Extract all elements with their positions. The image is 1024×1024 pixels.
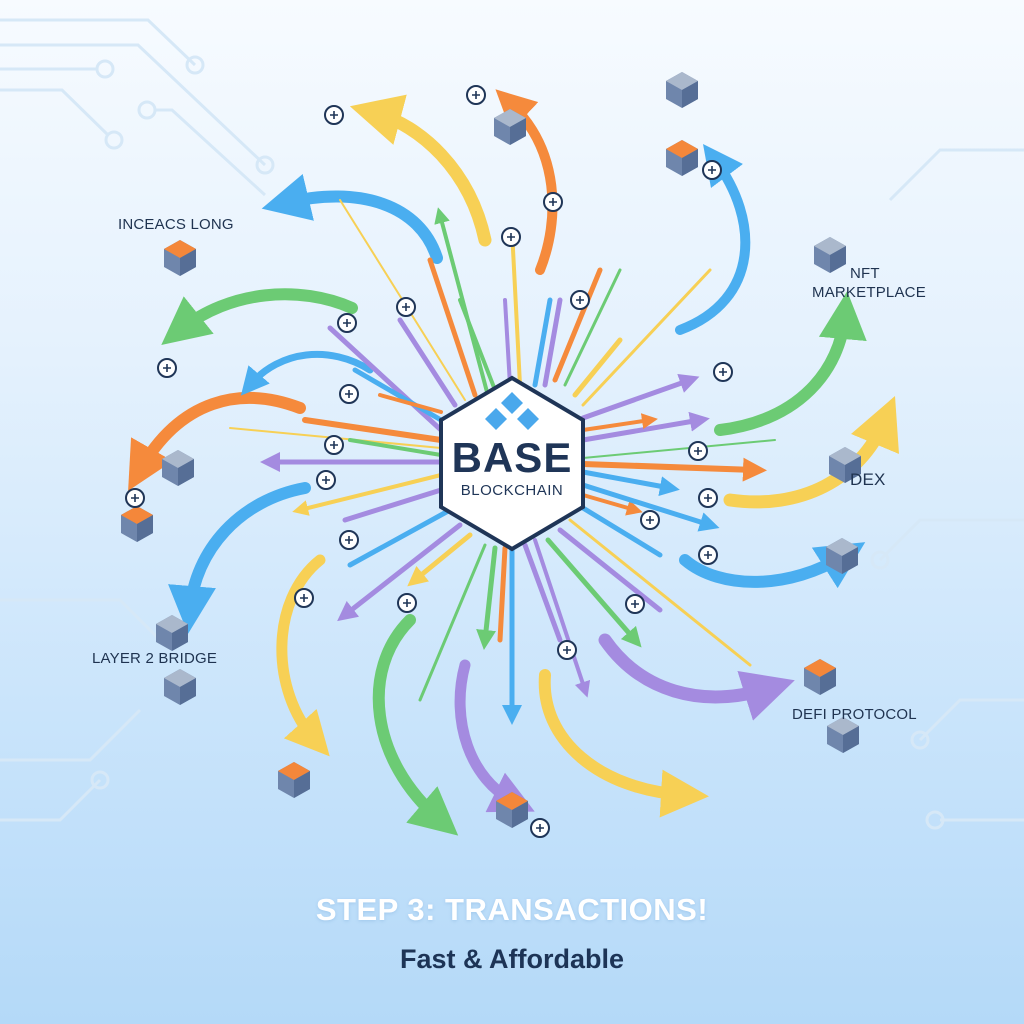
node-label-layer2-bridge: LAYER 2 BRIDGE (92, 650, 218, 667)
node-label-dex: DEX (850, 470, 886, 489)
hub-title: BASE (451, 434, 573, 481)
node-label-nft-line1: NFT (850, 265, 880, 282)
node-label-defi-protocol: DEFI PROTOCOL (792, 706, 917, 723)
step-title: STEP 3: TRANSACTIONS! (315, 892, 709, 927)
hub-subtitle: BLOCKCHAIN (460, 482, 564, 499)
node-label-nft-line2: MARKETPLACE (812, 284, 926, 301)
transaction-flow-arrows (128, 89, 899, 836)
step-subtitle: Fast & Affordable (399, 944, 624, 974)
base-hub-hexagon (439, 375, 585, 552)
radiating-spokes (229, 199, 776, 725)
node-label-inceacs-long: INCEACS LONG (118, 216, 234, 233)
hub-label: BASE BLOCKCHAIN (441, 378, 583, 548)
base-diamond-logo (485, 392, 539, 430)
circuit-pattern (0, 18, 1024, 830)
